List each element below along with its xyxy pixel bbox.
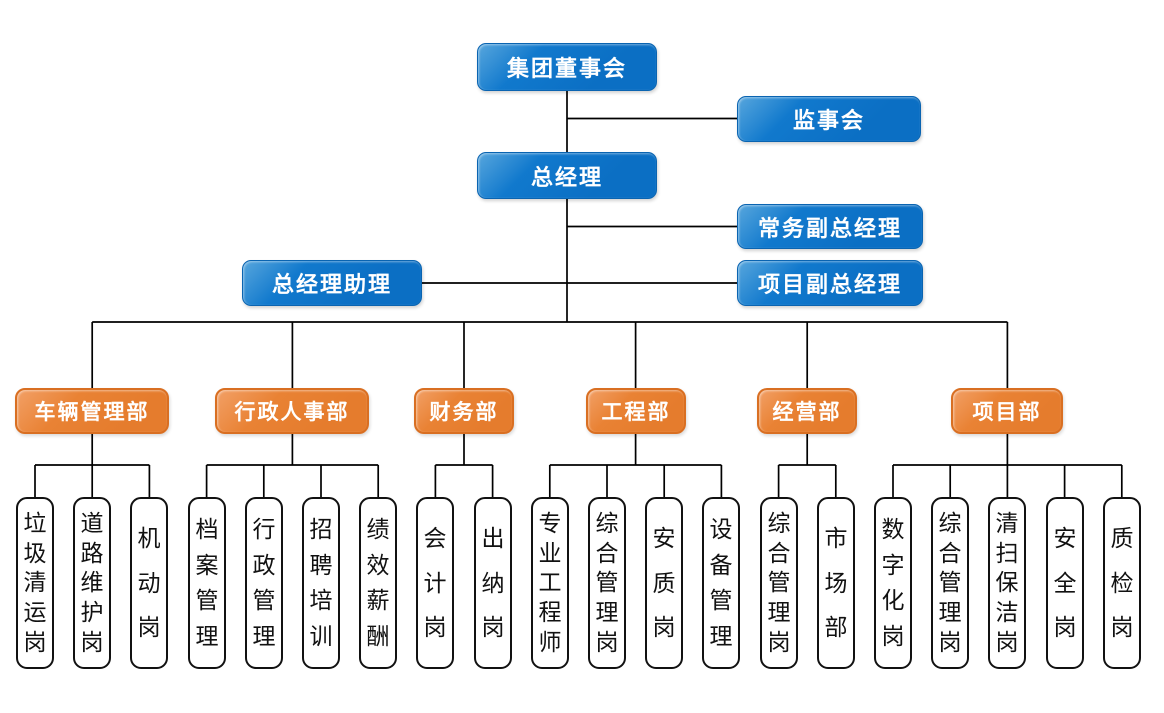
node-general-manager: 总经理	[477, 152, 657, 199]
post-admin-management: 行政管理	[245, 497, 283, 669]
node-gm-assistant: 总经理助理	[242, 260, 422, 306]
connector-group-engineering	[548, 434, 723, 497]
node-dept-admin-hr: 行政人事部	[215, 388, 369, 434]
connector-group-hr	[205, 434, 380, 497]
post-cashier: 出纳岗	[474, 497, 512, 669]
post-market: 市场部	[817, 497, 855, 669]
post-garbage-removal: 垃圾清运岗	[16, 497, 54, 669]
node-executive-deputy-gm: 常务副总经理	[737, 204, 923, 249]
node-project-deputy-gm: 项目副总经理	[737, 260, 923, 306]
node-dept-project: 项目部	[951, 388, 1063, 434]
node-dept-engineering: 工程部	[586, 388, 686, 434]
node-supervisory-board: 监事会	[737, 96, 921, 142]
post-archives-management: 档案管理	[188, 497, 226, 669]
post-accountant: 会计岗	[416, 497, 454, 669]
node-dept-vehicle-management: 车辆管理部	[15, 388, 169, 434]
post-performance-salary: 绩效薪酬	[359, 497, 397, 669]
connector-group-operations	[777, 434, 837, 497]
post-general-management-proj: 综合管理岗	[931, 497, 969, 669]
node-group-board: 集团董事会	[477, 43, 657, 91]
post-digitalization: 数字化岗	[874, 497, 912, 669]
post-quality-inspection: 质检岗	[1103, 497, 1141, 669]
post-cleaning: 清扫保洁岗	[988, 497, 1026, 669]
connector-department-drops	[91, 322, 1009, 388]
post-safety: 安全岗	[1046, 497, 1084, 669]
post-general-management-eng: 综合管理岗	[588, 497, 626, 669]
connector-group-project	[892, 434, 1123, 497]
post-professional-engineer: 专业工程师	[531, 497, 569, 669]
post-equipment-management: 设备管理	[702, 497, 740, 669]
post-road-maintenance: 道路维护岗	[73, 497, 111, 669]
post-general-management-ops: 综合管理岗	[760, 497, 798, 669]
node-dept-finance: 财务部	[414, 388, 514, 434]
connector-group-vehicle	[34, 434, 151, 497]
post-safety-quality: 安质岗	[645, 497, 683, 669]
node-dept-operations: 经营部	[757, 388, 857, 434]
post-recruit-training: 招聘培训	[302, 497, 340, 669]
connector-group-finance	[434, 434, 494, 497]
post-mobile: 机动岗	[130, 497, 168, 669]
